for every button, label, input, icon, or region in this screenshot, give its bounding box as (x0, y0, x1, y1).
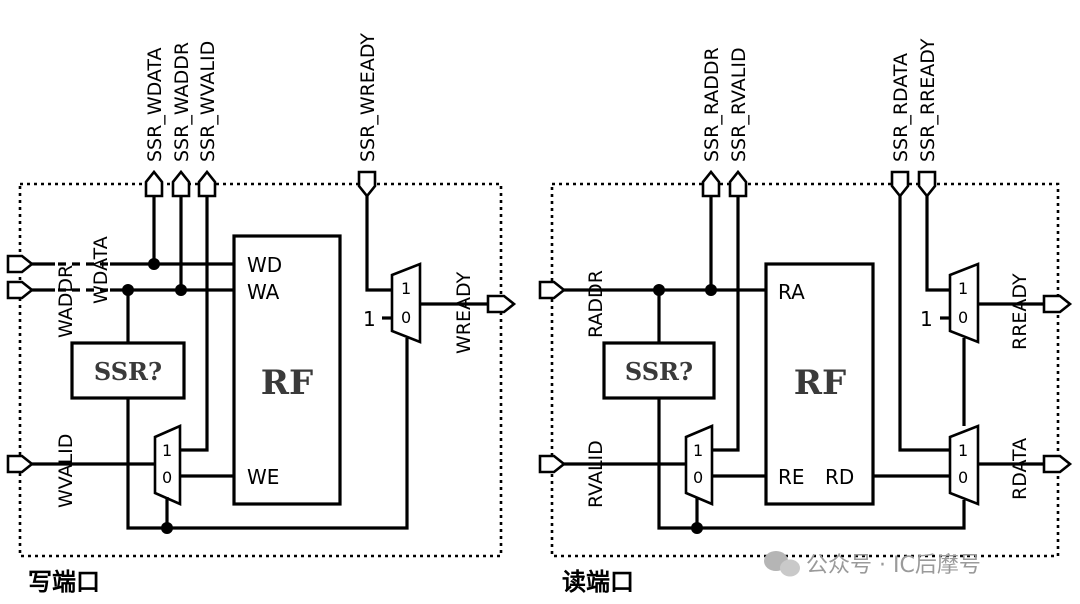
rvalid-port (538, 454, 567, 474)
ssr-wvalid-label: SSR_WVALID (197, 41, 219, 162)
rf-title: RF (261, 363, 313, 403)
mux-input-0: 0 (693, 468, 703, 487)
mux-input-0: 0 (958, 468, 968, 487)
rdata-label: RDATA (1009, 438, 1031, 500)
we-mux (153, 424, 182, 506)
rf-we-label: WE (247, 465, 279, 489)
watermark-text: 公众号 · IC后摩号 (806, 553, 981, 578)
wready-mux (390, 262, 422, 344)
ssr-wvalid-wire (180, 196, 209, 452)
junction-dot (705, 284, 717, 296)
ssr-rvalid-label: SSR_RVALID (728, 47, 750, 162)
rf-wd-label: WD (247, 253, 282, 277)
ssr-waddr-port (171, 169, 191, 198)
ssr-wdata-port (144, 169, 164, 198)
junction-dot (691, 522, 703, 534)
rf-re-label: RE (778, 465, 805, 489)
ssr-wvalid-port (197, 169, 217, 198)
ssr-rvalid-wire (712, 196, 740, 452)
ssr-box-label: SSR? (625, 357, 693, 386)
rf-ra-label: RA (778, 280, 805, 304)
read-rf-block (764, 262, 875, 506)
write-port-caption: 写端口 (28, 567, 100, 596)
wechat-icon (764, 551, 800, 577)
read-port-caption: 读端口 (562, 567, 634, 596)
ssr-wready-wire (365, 196, 392, 292)
wvalid-label: WVALID (55, 434, 77, 508)
junction-dot (653, 284, 665, 296)
mux-input-1: 1 (401, 279, 411, 298)
mux-input-1: 1 (162, 441, 172, 460)
wready-const-one: 1 (363, 307, 376, 331)
ssr-raddr-port (701, 169, 721, 198)
ssr-rdata-wire (898, 196, 950, 452)
rready-mux (948, 262, 980, 344)
wdata-port (6, 280, 35, 300)
rf-title: RF (794, 363, 846, 403)
rf-rd-label: RD (825, 465, 854, 489)
junction-dot (148, 258, 160, 270)
write-rf-block (232, 234, 342, 506)
ssr-wready-label: SSR_WREADY (357, 33, 379, 162)
read-port-boundary (550, 182, 1060, 558)
ssr-rdata-label: SSR_RDATA (890, 53, 912, 162)
read-ssr-box (602, 341, 716, 400)
watermark: 公众号 · IC后摩号 (764, 551, 981, 578)
mux-input-1: 1 (958, 441, 968, 460)
ssr-raddr-label: SSR_RADDR (701, 47, 723, 162)
wready-port (486, 294, 517, 314)
rready-label: RREADY (1009, 273, 1031, 350)
read-port-diagram: RA RE RD RF SSR? 1 0 1 0 1 1 0 SSR_RADDR… (538, 38, 1073, 596)
ssr-wready-port (357, 170, 377, 199)
write-port-boundary (18, 182, 503, 558)
wready-label: WREADY (453, 271, 475, 354)
rready-port (1042, 294, 1073, 314)
rready-const-one: 1 (920, 307, 933, 331)
write-port-diagram: WD WA WE RF SSR? 1 0 1 0 1 SSR_WDATA SSR… (6, 33, 517, 596)
ssr-rdata-port (890, 170, 910, 199)
ssr-rready-label: SSR_RREADY (917, 38, 939, 162)
ssr-rvalid-port (728, 169, 748, 198)
ssr-rready-port (917, 170, 937, 199)
rf-wa-label: WA (247, 280, 280, 304)
junction-dot (122, 284, 134, 296)
ssr-box-label: SSR? (94, 357, 162, 386)
ssr-waddr-label: SSR_WADDR (171, 42, 193, 162)
mux-input-1: 1 (693, 441, 703, 460)
re-mux (684, 424, 714, 506)
ssr-rready-wire (925, 196, 950, 292)
rvalid-label: RVALID (585, 440, 607, 508)
raddr-label: RADDR (585, 270, 607, 338)
waddr-port (6, 254, 35, 274)
wvalid-port (6, 454, 35, 474)
rdata-mux (948, 424, 980, 506)
junction-dot (161, 522, 173, 534)
waddr-label: WADDR (55, 265, 77, 338)
raddr-port (538, 280, 567, 300)
mux-input-0: 0 (162, 468, 172, 487)
wdata-label: WDATA (90, 236, 112, 304)
mux-input-0: 0 (958, 308, 968, 327)
write-ssr-box (70, 341, 186, 400)
ssr-wdata-label: SSR_WDATA (144, 47, 166, 162)
junction-dot (175, 284, 187, 296)
rdata-port (1042, 454, 1073, 474)
mux-input-0: 0 (401, 308, 411, 327)
mux-input-1: 1 (958, 279, 968, 298)
